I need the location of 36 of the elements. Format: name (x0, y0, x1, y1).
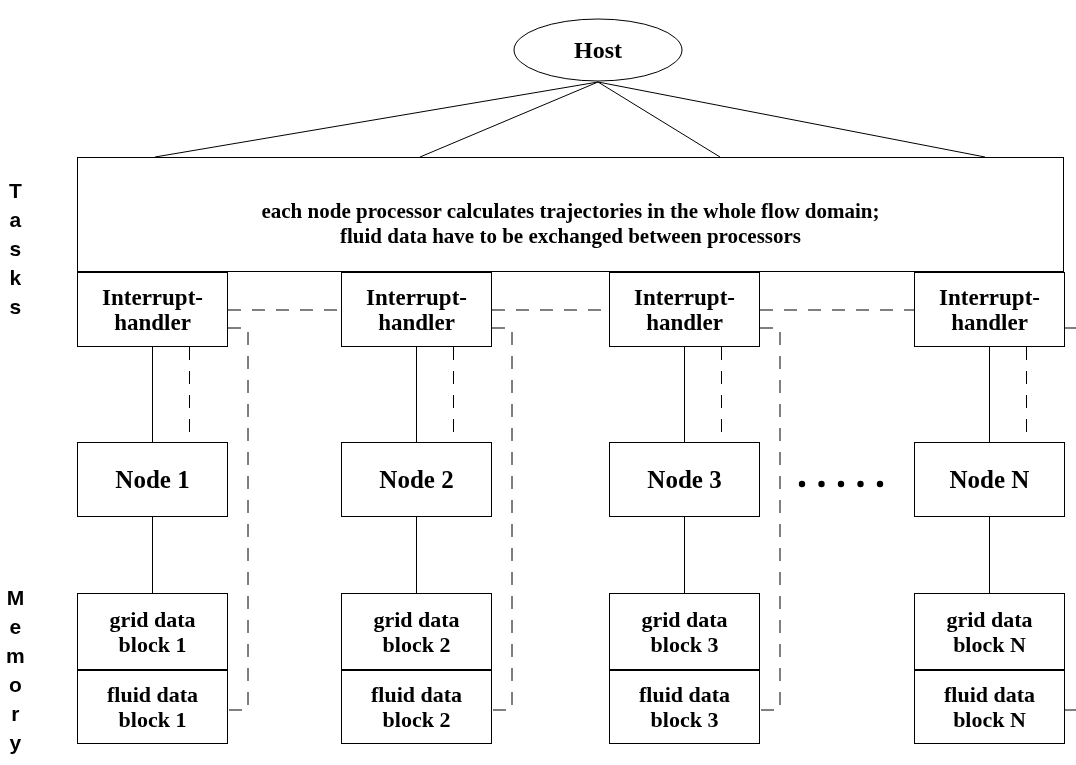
fluid-data-box: fluid data block 2 (341, 670, 492, 744)
dashed-connector (1064, 327, 1076, 329)
fluid-data-box: fluid data block 1 (77, 670, 228, 744)
node-box: Node 1 (77, 442, 228, 517)
node-box: Node 3 (609, 442, 760, 517)
dashed-connector (1064, 709, 1076, 711)
interrupt-handler-box: Interrupt- handler (341, 272, 492, 347)
fluid-data-box: fluid data block 3 (609, 670, 760, 744)
fluid-data-box: fluid data block N (914, 670, 1065, 744)
dashed-connector (759, 327, 781, 711)
connector-line (597, 81, 721, 158)
side-label: Tasks (8, 178, 23, 320)
connector-line (419, 81, 599, 158)
task-box: each node processor calculates trajectories in the whole flow domain; fluid data have to be exchanged between processors (77, 157, 1064, 272)
interrupt-handler-box: Interrupt- handler (609, 272, 760, 347)
connector-line (152, 516, 153, 594)
host-ellipse: Host (513, 18, 683, 82)
node-box: Node N (914, 442, 1065, 517)
connector-line (416, 346, 417, 443)
connector-line (152, 346, 153, 443)
interrupt-handler-box: Interrupt- handler (914, 272, 1065, 347)
interrupt-handler-box: Interrupt- handler (77, 272, 228, 347)
connector-line (989, 346, 990, 443)
grid-data-box: grid data block 2 (341, 593, 492, 670)
connector-line (989, 516, 990, 594)
grid-data-box: grid data block 3 (609, 593, 760, 670)
node-box: Node 2 (341, 442, 492, 517)
dashed-connector (227, 327, 249, 711)
connector-line (684, 346, 685, 443)
dashed-connector (491, 327, 513, 711)
grid-data-box: grid data block 1 (77, 593, 228, 670)
dashed-connector (759, 309, 915, 311)
grid-data-box: grid data block N (914, 593, 1065, 670)
connector-line (416, 516, 417, 594)
side-label: Memory (6, 585, 25, 756)
connector-line (684, 516, 685, 594)
